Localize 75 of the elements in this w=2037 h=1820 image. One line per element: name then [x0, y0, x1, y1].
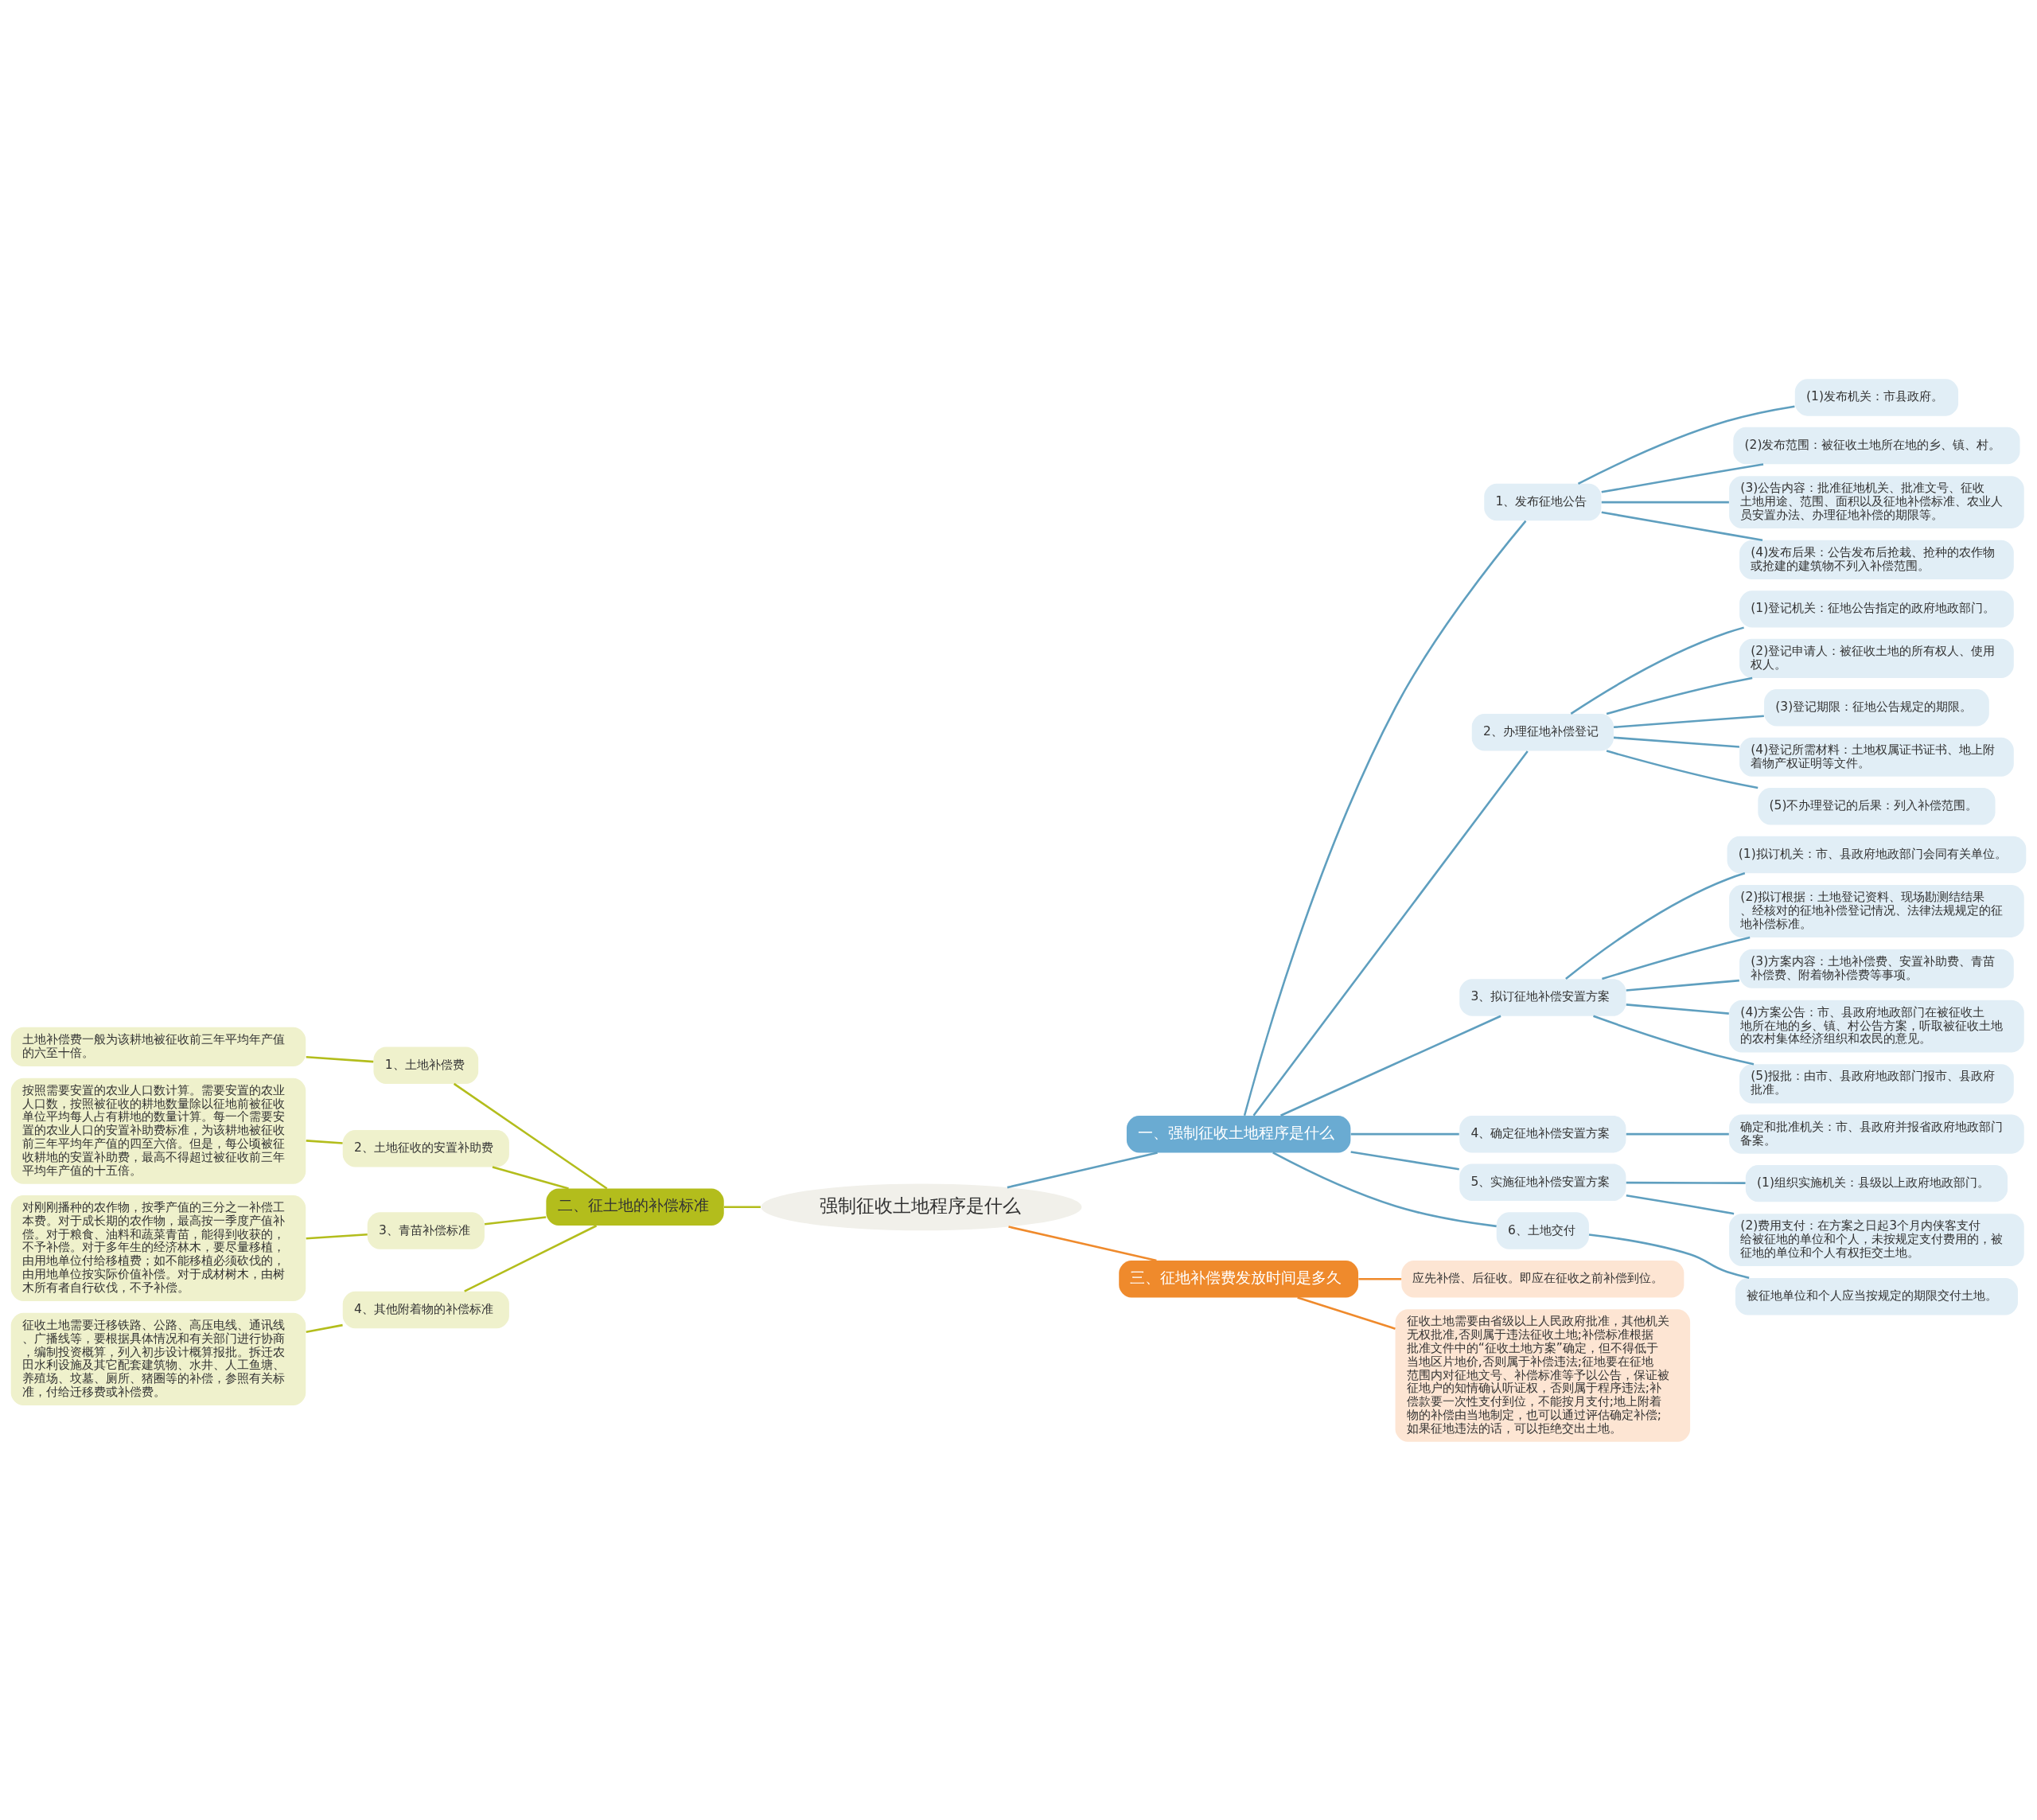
node-box: (4)登记所需材料：土地权属证书证书、地上附着物产权证明等文件。 — [1739, 737, 2014, 777]
connector — [1280, 1015, 1501, 1117]
connector — [1626, 1181, 1746, 1184]
connector — [1613, 736, 1740, 748]
node-box: (2)拟订根据：土地登记资料、现场勘测结结果、经核对的征地补偿登记情况、法律法规规定的征地补偿标准。 — [1729, 884, 2024, 937]
node-box: 确定和批准机关：市、县政府并报省政府地政部门备案。 — [1729, 1114, 2024, 1154]
connector — [464, 1224, 598, 1292]
connector — [492, 1165, 569, 1190]
node-box: 4、其他附着物的补偿标准 — [342, 1291, 509, 1328]
node-box: 2、土地征收的安置补助费 — [342, 1129, 509, 1167]
connector — [1602, 936, 1751, 980]
node-box: 按照需要安置的农业人口数计算。需要安置的农业人口数，按照被征收的耕地数量除以征地前被征收单位平均每人占有耕地的数量计算。每一个需要安置的农业人口的安置补助费标准，为该耕地被征收前三年平均年产值的四至六倍。但是，每公顷被征收耕地的安置补助费，最高不得超过被征收前三年平均年产值的十五倍。 — [10, 1078, 306, 1184]
node-box: (5)报批：由市、县政府地政部门报市、县政府批准。 — [1739, 1063, 2014, 1103]
connector — [1272, 1151, 1497, 1227]
node-box: (1)发布机关：市县政府。 — [1794, 378, 1959, 416]
connector — [1626, 1132, 1729, 1135]
connector — [1601, 501, 1729, 503]
node-box: (5)不办理登记的后果：列入补偿范围。 — [1758, 787, 1996, 824]
connector — [1297, 1296, 1396, 1330]
connector — [1588, 1233, 1750, 1279]
connector — [1007, 1151, 1158, 1188]
node-box: 应先补偿、后征收。即应在征收之前补偿到位。 — [1401, 1260, 1685, 1297]
node-box: (3)方案内容：土地补偿费、安置补助费、青苗补偿费、附着物补偿费等事项。 — [1739, 949, 2014, 988]
connector — [1593, 1015, 1755, 1066]
connector — [1570, 626, 1744, 715]
connector — [1008, 1225, 1157, 1261]
node-box: (2)登记申请人：被征收土地的所有权人、使用权人。 — [1739, 638, 2014, 678]
connector — [1606, 676, 1753, 715]
connector — [1626, 1194, 1735, 1214]
connector — [1350, 1150, 1459, 1170]
node-box: 被征地单位和个人应当按规定的期限交付土地。 — [1735, 1277, 2018, 1315]
node-box: (4)方案公告：市、县政府地政部门在被征收土地所在地的乡、镇、村公告方案，听取被征收土地的农村集体经济组织和农民的意见。 — [1729, 1000, 2024, 1052]
connector — [1601, 510, 1763, 541]
node-box: 2、办理征地补偿登记 — [1471, 713, 1614, 751]
node-box: 4、确定征地补偿安置方案 — [1459, 1115, 1626, 1152]
connector — [1243, 520, 1527, 1116]
node-box: 1、土地补偿费 — [373, 1046, 479, 1084]
connector — [1626, 1003, 1729, 1015]
node-box: (3)登记期限：征地公告规定的期限。 — [1764, 688, 1989, 727]
node-box: 3、青苗补偿标准 — [367, 1211, 485, 1249]
node-box: 一、强制征收土地程序是什么 — [1126, 1115, 1351, 1152]
node-box: 6、土地交付 — [1496, 1211, 1589, 1249]
connector — [484, 1215, 547, 1225]
connector — [1252, 750, 1529, 1117]
connector — [306, 1139, 343, 1144]
node-box: 征收土地需要由省级以上人民政府批准，其他机关无权批准,否则属于违法征收土地;补偿标准根据批准文件中的“征收土地方案”确定，但不得低于当地区片地价,否则属于补偿违法;征地要在征地范围内对征地文号、补偿标准等予以公告，保证被征地户的知情确认听证权，否则属于程序违法;补偿款要一次性支付到位，不能按月支付;地上附着物的补偿由当地制定，也可以通过评估确定补偿;如果征地违法的话，可以拒绝交出土地。 — [1395, 1308, 1691, 1442]
node-box: 5、实施征地补偿安置方案 — [1459, 1163, 1626, 1201]
connector — [724, 1206, 761, 1208]
node-box: (1)拟订机关：市、县政府地政部门会同有关单位。 — [1727, 836, 2027, 873]
node-box: 二、征土地的补偿标准 — [546, 1188, 724, 1226]
connector — [1626, 979, 1739, 992]
node-box: (4)发布后果：公告发布后抢栽、抢种的农作物或抢建的建筑物不列入补偿范围。 — [1739, 540, 2014, 579]
connector — [1606, 749, 1759, 789]
node-box: (2)发布范围：被征收土地所在地的乡、镇、村。 — [1733, 427, 2020, 464]
node-ellipse: 强制征收土地程序是什么 — [761, 1183, 1082, 1230]
node-box: 征收土地需要迁移铁路、公路、高压电线、通讯线、广播线等，要根据具体情况和有关部门进行协商，编制投资概算，列入初步设计概算报批。拆迁农田水利设施及其它配套建筑物、水井、人工鱼塘、养殖场、坟墓、厕所、猪圈等的补偿，参照有关标准，付给迁移费或补偿费。 — [10, 1312, 306, 1405]
node-box: (3)公告内容：批准征地机关、批准文号、征收土地用途、范围、面积以及征地补偿标准、农业人员安置办法、办理征地补偿的期限等。 — [1729, 475, 2024, 528]
connector — [1565, 871, 1746, 980]
connector — [1613, 714, 1764, 728]
node-box: (1)组织实施机关：县级以上政府地政部门。 — [1745, 1164, 2008, 1202]
node-box: 土地补偿费一般为该耕地被征收前三年平均年产值的六至十倍。 — [10, 1027, 306, 1066]
node-box: 1、发布征地公告 — [1484, 483, 1602, 520]
connector — [1601, 462, 1764, 493]
connector — [453, 1082, 608, 1190]
connector — [1577, 404, 1795, 485]
node-box: 对刚刚播种的农作物，按季产值的三分之一补偿工本费。对于成长期的农作物，最高按一季度产值补偿。对于粮食、油料和蔬菜青苗，能得到收获的，不予补偿。对于多年生的经济林木，要尽量移植，由用地单位付给移植费；如不能移植必须砍伐的，由用地单位按实际价值补偿。对于成材树木，由树木所有者自行砍伐，不予补偿。 — [10, 1194, 306, 1301]
node-box: (1)登记机关：征地公告指定的政府地政部门。 — [1739, 590, 2014, 628]
connector — [1350, 1132, 1459, 1135]
connector — [1358, 1277, 1402, 1280]
connector — [306, 1233, 368, 1240]
connector — [306, 1323, 343, 1333]
connector — [306, 1055, 374, 1062]
node-box: 3、拟订征地补偿安置方案 — [1459, 978, 1626, 1016]
node-box: (2)费用支付：在方案之日起3个月内侠客支付给被征地的单位和个人，未按规定支付费用的，被征地的单位和个人有权拒交土地。 — [1729, 1213, 2024, 1266]
node-box: 三、征地补偿费发放时间是多久 — [1119, 1260, 1359, 1297]
